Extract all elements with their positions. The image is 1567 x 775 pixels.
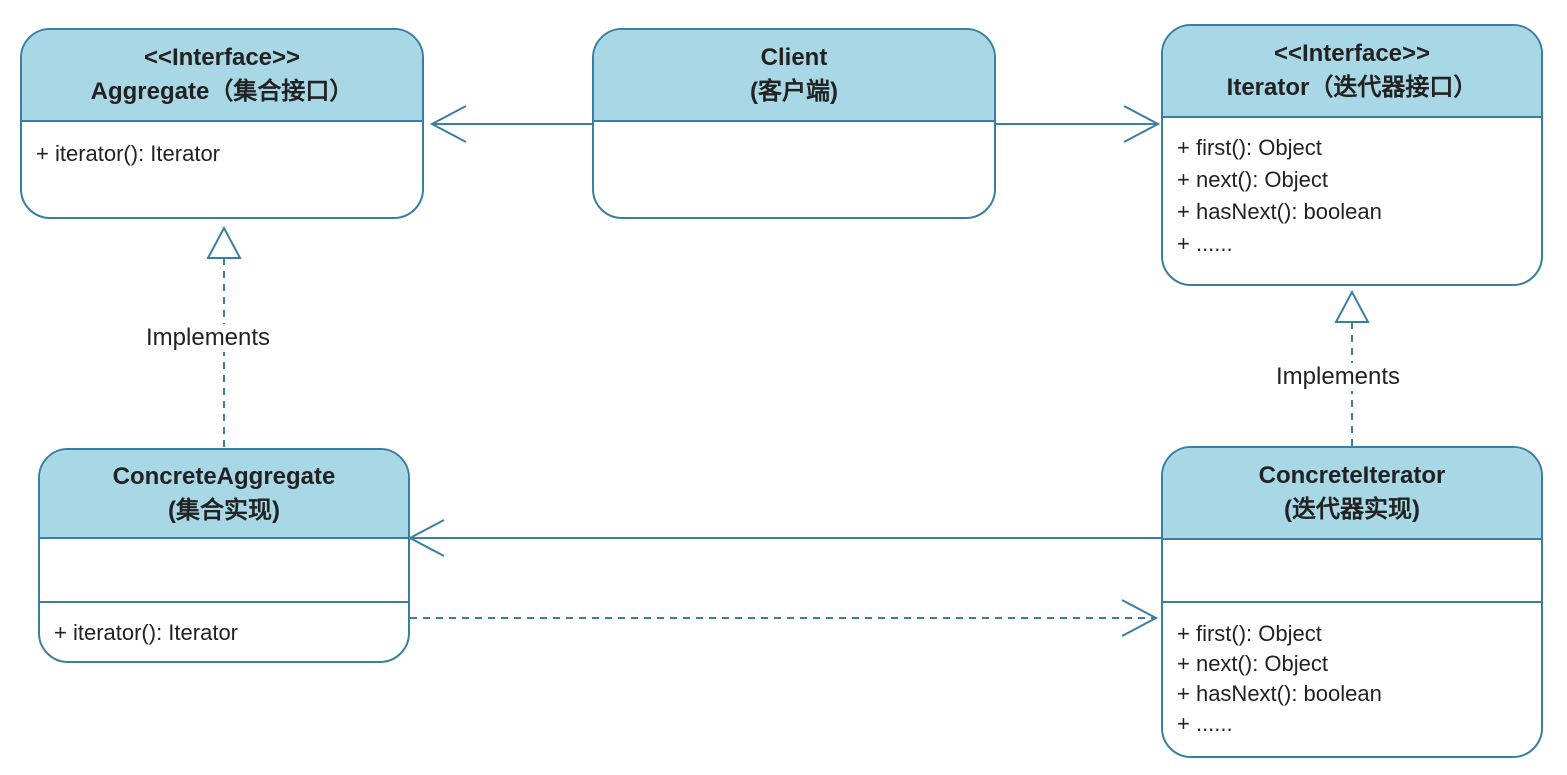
concrete-iterator-attributes (1163, 540, 1541, 603)
aggregate-implements-triangle (206, 225, 242, 259)
concrete-aggregate-methods: + iterator(): Iterator (40, 603, 408, 649)
concrete-aggregate-method: + iterator(): Iterator (54, 620, 239, 645)
concrete-iterator-method: + hasNext(): boolean (1177, 681, 1382, 706)
concrete-aggregate-subtitle: (集合实现) (168, 496, 280, 524)
aggregate-stereotype: <<Interface>> (143, 44, 301, 71)
concrete-iterator-method: + next(): Object (1177, 651, 1329, 676)
concrete-iterator-methods: + first(): Object + next(): Object + has… (1163, 603, 1541, 739)
aggregate-title: Aggregate（集合接口） (90, 78, 354, 105)
iterator-method: + ...... (1177, 231, 1233, 256)
concrete-iterator-subtitle: (迭代器实现) (1284, 496, 1420, 523)
client-header: Client (客户端) (594, 30, 994, 122)
left-implements-label: Implements (144, 324, 273, 352)
concrete-aggregate-attributes (40, 539, 408, 603)
iterator-stereotype: <<Interface>> (1273, 40, 1431, 67)
iterator-title: Iterator（迭代器接口） (1226, 74, 1478, 101)
aggregate-header: <<Interface>> Aggregate（集合接口） (22, 30, 422, 122)
client-title: Client (760, 44, 828, 71)
client-class[interactable]: Client (客户端) (592, 28, 996, 219)
iterator-header: <<Interface>> Iterator（迭代器接口） (1163, 26, 1541, 118)
client-to-aggregate-arrowhead (429, 105, 467, 143)
iterator-interface-class[interactable]: <<Interface>> Iterator（迭代器接口） + first():… (1161, 24, 1543, 286)
right-implements-label: Implements (1274, 363, 1403, 391)
concrete-iterator-header: ConcreteIterator (迭代器实现) (1163, 448, 1541, 540)
client-to-iterator-arrowhead (1123, 105, 1161, 143)
concrete-aggregate-class[interactable]: ConcreteAggregate (集合实现) + iterator(): I… (38, 448, 410, 663)
iterator-implements-triangle (1334, 289, 1370, 323)
aggregate-method: + iterator(): Iterator (36, 141, 221, 166)
concrete-aggregate-title: ConcreteAggregate (112, 462, 336, 490)
client-subtitle: (客户端) (750, 78, 838, 105)
concrete-iterator-method: + first(): Object (1177, 621, 1322, 646)
concrete-iterator-title: ConcreteIterator (1258, 462, 1446, 489)
iterator-method: + first(): Object (1177, 135, 1322, 160)
aggregate-interface-class[interactable]: <<Interface>> Aggregate（集合接口） + iterator… (20, 28, 424, 219)
concrete-iterator-method: + ...... (1177, 711, 1233, 736)
concrete-iterator-class[interactable]: ConcreteIterator (迭代器实现) + first(): Obje… (1161, 446, 1543, 758)
iterator-method: + next(): Object (1177, 167, 1329, 192)
aggregate-methods: + iterator(): Iterator (22, 122, 422, 170)
iterator-to-aggregate-arrowhead (407, 519, 445, 557)
aggregate-creates-iterator-arrowhead (1121, 599, 1159, 637)
iterator-methods: + first(): Object + next(): Object + has… (1163, 118, 1541, 260)
iterator-method: + hasNext(): boolean (1177, 199, 1382, 224)
concrete-aggregate-header: ConcreteAggregate (集合实现) (40, 450, 408, 539)
